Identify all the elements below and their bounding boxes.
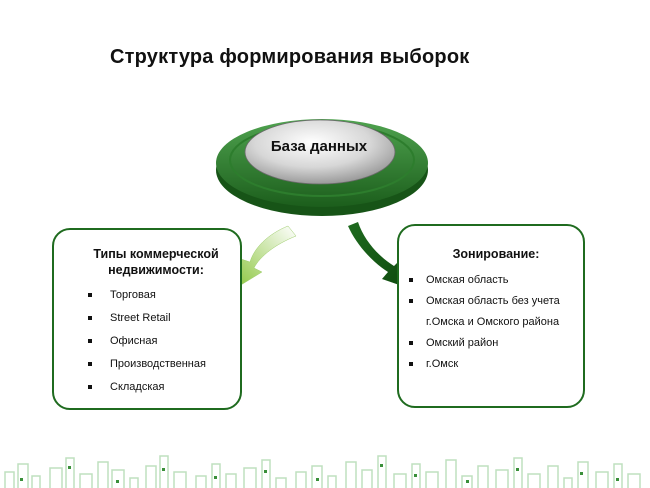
list-item: г.Омск xyxy=(409,354,583,375)
list-item: Street Retail xyxy=(88,311,240,334)
property-types-list: Торговая Street Retail Офисная Производс… xyxy=(88,288,240,403)
db-top xyxy=(244,119,396,185)
city-skyline-decoration xyxy=(4,455,641,488)
arrow-right xyxy=(348,222,408,288)
property-types-heading: Типы коммерческой недвижимости: xyxy=(93,247,219,277)
property-types-box: Типы коммерческой недвижимости: Торговая… xyxy=(52,228,242,410)
list-item: Офисная xyxy=(88,334,240,357)
list-item: Омский район xyxy=(409,333,583,354)
list-item: Производственная xyxy=(88,357,240,380)
zoning-list: Омская область Омская область без учета … xyxy=(409,270,583,375)
database-label: База данных xyxy=(270,138,368,155)
zoning-heading: Зонирование: xyxy=(452,247,540,261)
list-item: Торговая xyxy=(88,288,240,311)
slide-title: Структура формирования выборок xyxy=(110,46,470,68)
arrow-left xyxy=(235,225,297,289)
list-item: Омская область без учета г.Омска и Омско… xyxy=(409,291,583,333)
zoning-box: Зонирование: Омская область Омская облас… xyxy=(397,224,585,408)
list-item: Складская xyxy=(88,380,240,403)
list-item: Омская область xyxy=(409,270,583,291)
